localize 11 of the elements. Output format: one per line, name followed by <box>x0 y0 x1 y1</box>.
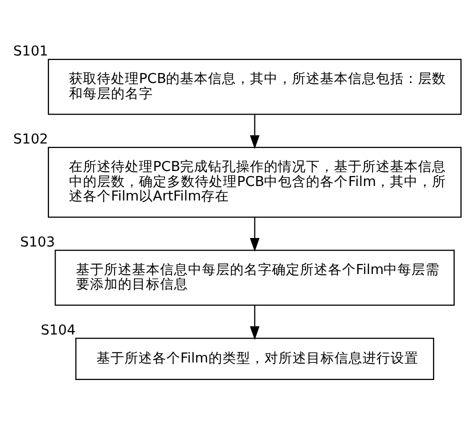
node-label: S103 <box>20 234 55 250</box>
node-label: S102 <box>13 132 48 148</box>
node-box: 在所述待处理PCB完成钻孔操作的情况下，基于所述基本信息中的层数，确定多数待处理PCB中包含的各个Film，其中，所述各个Film以ArtFilm存在 <box>48 146 462 218</box>
arrow <box>250 218 260 252</box>
node-label: S101 <box>13 44 48 60</box>
arrow <box>250 114 260 150</box>
node-label: S104 <box>40 322 76 338</box>
node-box: 基于所述基本信息中每层的名字确定所述各个Film中每层需要添加的目标信息 <box>54 250 455 306</box>
node-box: 基于所述各个Film的类型，对所述目标信息进行设置 <box>75 338 434 380</box>
arrow <box>250 306 260 340</box>
node-box: 获取待处理PCB的基本信息，其中，所述基本信息包括：层数和每层的名字 <box>48 58 462 115</box>
